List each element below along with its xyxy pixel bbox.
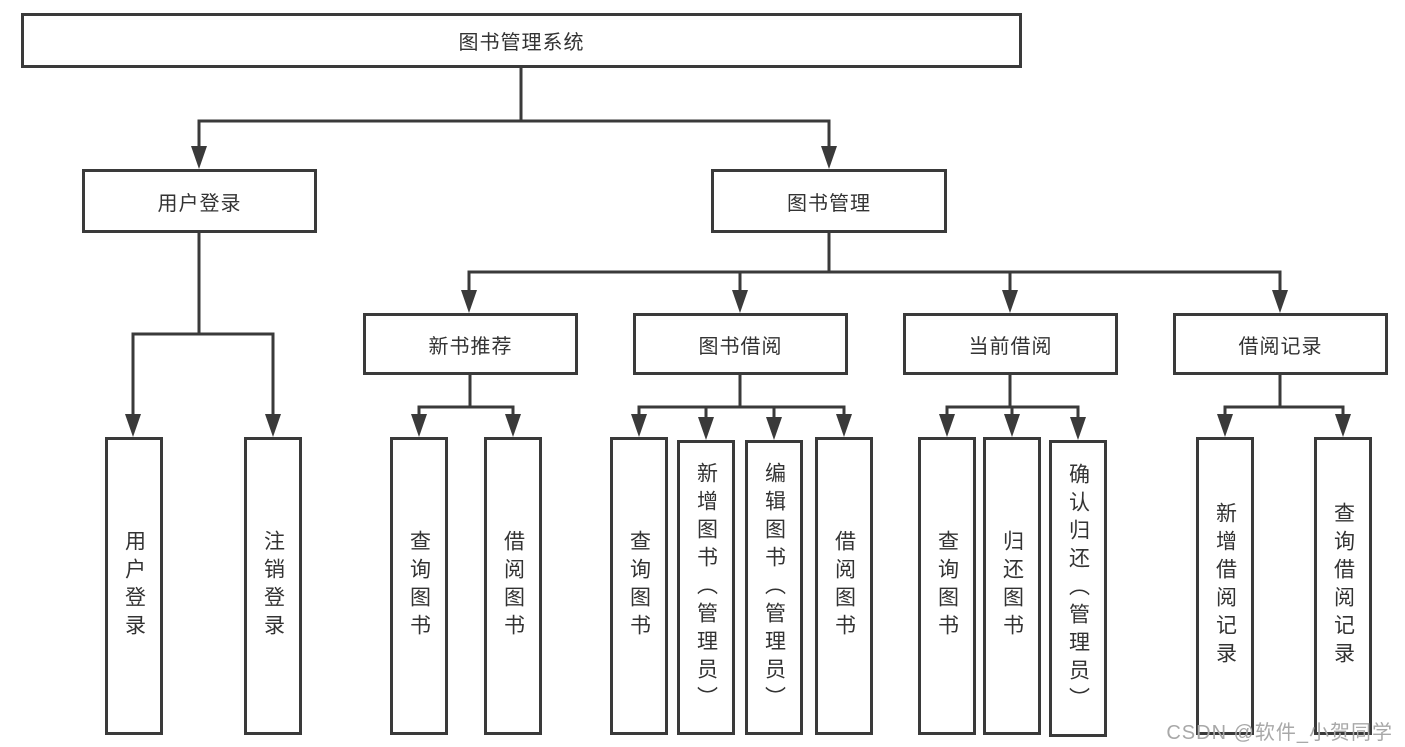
leaf-return-book: 归还图书 — [983, 437, 1041, 735]
leaf-add-borrow-record-label: 新增借阅记录 — [1213, 502, 1237, 670]
leaf-user-login-label: 用户登录 — [122, 530, 146, 642]
leaf-edit-book-admin-label: 编辑图书（管理员） — [762, 461, 786, 714]
node-book-management-label: 图书管理 — [787, 192, 871, 215]
leaf-logout-label: 注销登录 — [261, 530, 285, 642]
node-user-login: 用户登录 — [82, 169, 317, 233]
leaf-query-books-recommend: 查询图书 — [390, 437, 448, 735]
leaf-add-book-admin-label: 新增图书（管理员） — [694, 461, 718, 714]
leaf-query-books-borrow: 查询图书 — [610, 437, 668, 735]
arrowhead-icons — [125, 146, 1351, 440]
leaf-add-borrow-record: 新增借阅记录 — [1196, 437, 1254, 735]
leaf-user-login: 用户登录 — [105, 437, 163, 735]
leaf-borrow-books-recommend-label: 借阅图书 — [501, 530, 525, 642]
leaf-query-borrow-record-label: 查询借阅记录 — [1331, 502, 1355, 670]
leaf-confirm-return-admin: 确认归还（管理员） — [1049, 440, 1107, 737]
node-book-management: 图书管理 — [711, 169, 947, 233]
root-node-library-system: 图书管理系统 — [21, 13, 1022, 68]
leaf-borrow-books: 借阅图书 — [815, 437, 873, 735]
leaf-query-books-recommend-label: 查询图书 — [407, 530, 431, 642]
node-borrow-records-label: 借阅记录 — [1238, 335, 1323, 358]
node-new-book-recommend: 新书推荐 — [363, 313, 578, 375]
leaf-edit-book-admin: 编辑图书（管理员） — [745, 440, 803, 735]
leaf-logout: 注销登录 — [244, 437, 302, 735]
leaf-add-book-admin: 新增图书（管理员） — [677, 440, 735, 735]
node-book-borrow-label: 图书借阅 — [698, 335, 783, 358]
leaf-query-books-current: 查询图书 — [918, 437, 976, 735]
leaf-return-book-label: 归还图书 — [1000, 530, 1024, 642]
leaf-confirm-return-admin-label: 确认归还（管理员） — [1066, 462, 1090, 715]
leaf-borrow-books-label: 借阅图书 — [832, 530, 856, 642]
node-book-borrow: 图书借阅 — [633, 313, 848, 375]
leaf-borrow-books-recommend: 借阅图书 — [484, 437, 542, 735]
root-node-label: 图书管理系统 — [458, 32, 585, 54]
leaf-query-borrow-record: 查询借阅记录 — [1314, 437, 1372, 735]
node-new-book-recommend-label: 新书推荐 — [428, 335, 513, 358]
node-current-borrow-label: 当前借阅 — [968, 335, 1053, 358]
watermark: CSDN @软件_小贺同学 — [1166, 722, 1393, 744]
leaf-query-books-borrow-label: 查询图书 — [627, 530, 651, 642]
leaf-query-books-current-label: 查询图书 — [935, 530, 959, 642]
node-user-login-label: 用户登录 — [157, 192, 242, 215]
node-borrow-records: 借阅记录 — [1173, 313, 1388, 375]
node-current-borrow: 当前借阅 — [903, 313, 1118, 375]
